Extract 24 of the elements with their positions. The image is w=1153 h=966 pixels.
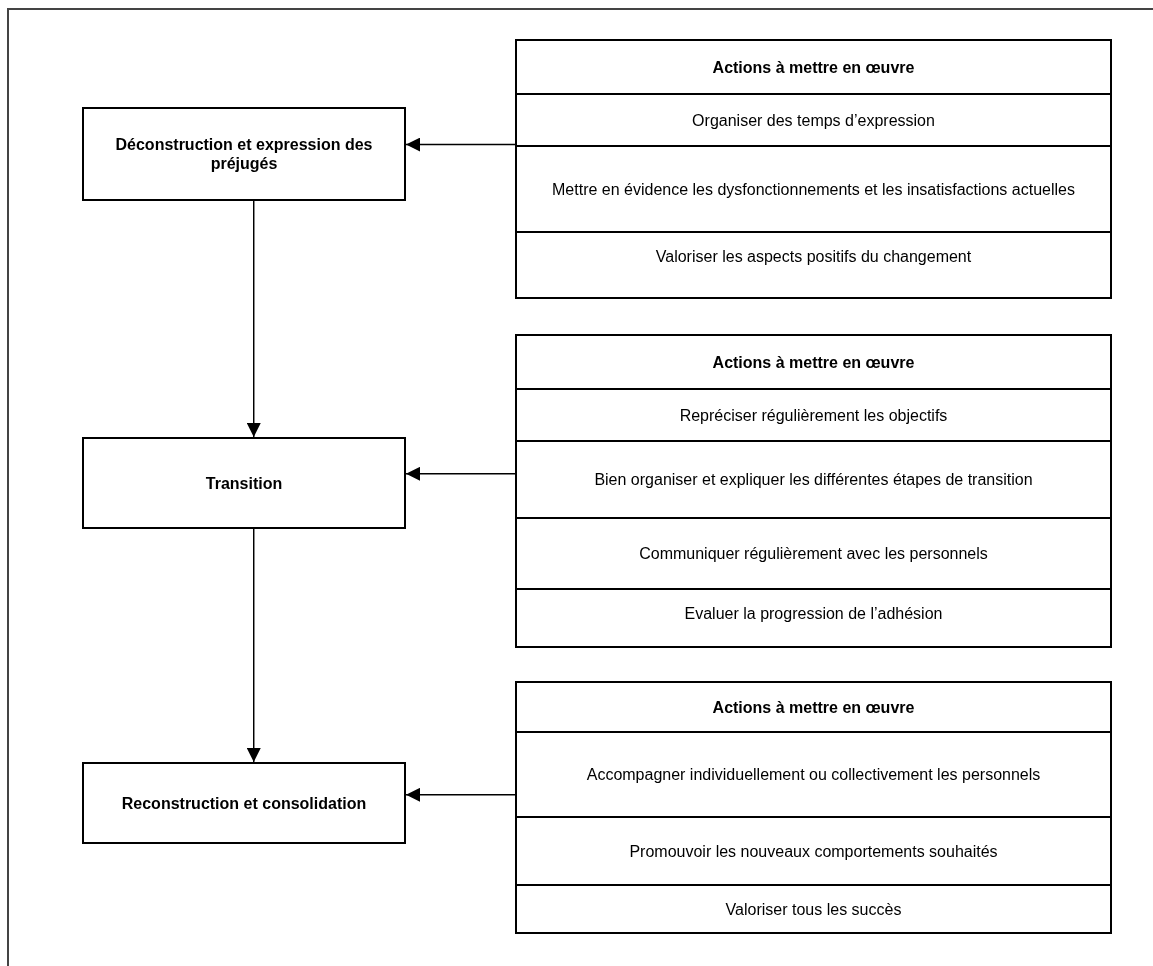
stage-box: Déconstruction et expression des préjugés — [82, 107, 406, 201]
action-table — [515, 681, 1112, 934]
table-cell: Evaluer la progression de l’adhésion — [517, 588, 1110, 650]
table-cell: Mettre en évidence les dysfonctionnements et les insatisfactions actuelles — [517, 145, 1110, 231]
header-cell-text: Actions à mettre en œuvre — [711, 697, 916, 718]
stage-box: Reconstruction et consolidation — [82, 762, 406, 844]
table-cell: Valoriser les aspects positifs du changement — [517, 231, 1110, 301]
arrow — [405, 137, 516, 152]
table-cell: Repréciser régulièrement les objectifs — [517, 388, 1110, 440]
table-cell: Accompagner individuellement ou collectivement les personnels — [517, 731, 1110, 816]
stage-box: Transition — [82, 437, 406, 529]
arrow — [405, 466, 516, 481]
table-cell: Promouvoir les nouveaux comportements souhaités — [517, 816, 1110, 884]
header-cell-text: Actions à mettre en œuvre — [711, 352, 916, 373]
arrow — [246, 528, 261, 763]
table-cell: Valoriser tous les succès — [517, 884, 1110, 936]
action-table — [515, 334, 1112, 648]
table-cell: Bien organiser et expliquer les différentes étapes de transition — [517, 440, 1110, 517]
arrow — [405, 787, 516, 802]
action-table — [515, 39, 1112, 299]
arrow — [246, 200, 261, 438]
table-cell: Communiquer régulièrement avec les personnels — [517, 517, 1110, 588]
table-cell: Organiser des temps d’expression — [517, 93, 1110, 145]
header-cell-text: Actions à mettre en œuvre — [711, 57, 916, 78]
